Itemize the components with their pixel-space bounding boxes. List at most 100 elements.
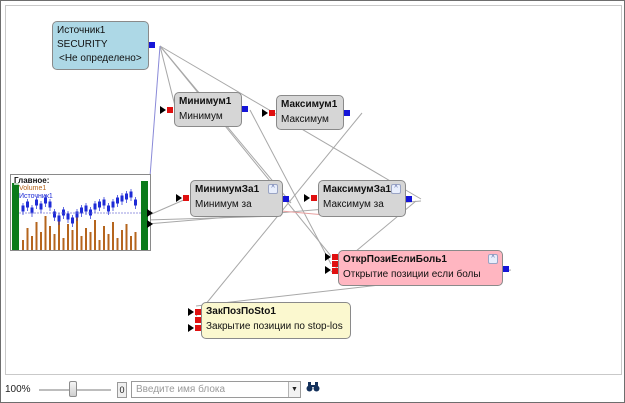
wire <box>159 45 177 111</box>
bottom-toolbar: 100% 0 ▼ <box>5 380 335 400</box>
maxfor1-output-pin[interactable] <box>406 196 412 202</box>
volume-bar <box>103 226 105 250</box>
diagram-canvas[interactable]: Источник1 SECURITY <Не определено> Миним… <box>5 5 622 375</box>
candle-body <box>89 209 92 216</box>
chart-preview <box>12 181 148 250</box>
left-rail <box>12 183 19 250</box>
min1-input-pin[interactable] <box>167 107 173 113</box>
minfor1-output-pin[interactable] <box>283 196 289 202</box>
minfor1-title: МинимумЗа1 <box>195 184 260 195</box>
chart-input-arrow <box>147 220 153 228</box>
volume-bar <box>107 234 110 250</box>
min1-output-pin[interactable] <box>242 106 248 112</box>
wire <box>249 109 332 265</box>
binoculars-glyph <box>306 382 320 392</box>
max1-subtitle: Максимум <box>281 114 329 125</box>
candle-body <box>75 211 79 218</box>
maxfor1-input-arrow <box>304 194 310 202</box>
maxfor1-title: МаксимумЗа1 <box>323 184 392 195</box>
open-position-output-pin[interactable] <box>503 266 509 272</box>
open-pos-input-pin[interactable] <box>332 268 338 274</box>
max1-block[interactable]: Максимум1 Максимум <box>276 95 344 130</box>
close-position-block[interactable]: ЗакПозПоSto1 Закрытие позиции по stop-lo… <box>201 302 351 339</box>
minfor1-input-pin[interactable] <box>183 195 189 201</box>
right-rail <box>141 181 148 250</box>
chevron-down-icon[interactable]: ▼ <box>288 382 300 397</box>
close-pos-input-arrow <box>188 324 194 332</box>
max1-title: Максимум1 <box>281 99 338 110</box>
candle-body <box>66 213 70 220</box>
volume-bar <box>22 240 24 250</box>
candle-body <box>129 191 133 198</box>
volume-bar <box>62 238 65 250</box>
open-position-block[interactable]: ОткрПозиЕслиБоль1 Открытие позиции если … <box>338 250 503 286</box>
zoom-reset-button[interactable]: 0 <box>117 382 127 398</box>
max1-input-arrow <box>262 109 268 117</box>
candle-body <box>62 209 65 216</box>
candle-body <box>21 205 25 212</box>
min1-title: Минимум1 <box>179 96 232 107</box>
chart-panel-title: Главное: <box>14 176 50 185</box>
collapse-icon[interactable]: ^ <box>488 254 498 264</box>
binoculars-icon[interactable] <box>305 381 321 398</box>
candle-body <box>84 205 88 212</box>
volume-bar <box>44 216 47 250</box>
close-position-subtitle: Закрытие позиции по stop-los <box>206 321 343 332</box>
volume-bar <box>71 230 74 250</box>
chart-panel-block[interactable]: Главное: Volume1 Источник1 <box>10 174 151 251</box>
min1-block[interactable]: Минимум1 Минимум <box>174 92 242 127</box>
close-pos-input-arrow <box>188 308 194 316</box>
volume-bar <box>67 224 69 250</box>
chart-input-arrow <box>147 209 153 217</box>
candle-body <box>116 197 119 204</box>
volume-bar <box>89 232 92 250</box>
close-pos-input-pin[interactable] <box>195 309 201 315</box>
close-position-title: ЗакПозПоSto1 <box>206 306 276 317</box>
source-block-value: <Не определено> <box>59 53 142 64</box>
volume-bar <box>40 232 42 250</box>
block-search-box[interactable]: ▼ <box>131 381 301 398</box>
volume-bar <box>58 220 60 250</box>
open-position-subtitle: Открытие позиции если болы <box>343 269 481 280</box>
max1-output-pin[interactable] <box>344 110 350 116</box>
maxfor1-input-pin[interactable] <box>311 195 317 201</box>
candle-body <box>35 199 38 206</box>
candle-body <box>39 203 43 210</box>
collapse-icon[interactable]: ^ <box>391 184 401 194</box>
open-pos-input-pin[interactable] <box>332 254 338 260</box>
minfor1-subtitle: Минимум за <box>195 199 252 210</box>
maxfor1-subtitle: Максимум за <box>323 199 384 210</box>
close-pos-input-pin[interactable] <box>195 325 201 331</box>
open-pos-input-pin[interactable] <box>332 261 338 267</box>
zoom-level-label: 100% <box>5 384 31 395</box>
open-pos-input-arrow <box>325 266 331 274</box>
volume-bar <box>98 240 101 250</box>
volume-bar <box>31 236 33 250</box>
candle-body <box>80 207 83 214</box>
candle-body <box>102 199 106 206</box>
chart-legend-source: Источник1 <box>19 193 53 200</box>
source-block-title: Источник1 <box>57 25 106 36</box>
block-search-input[interactable] <box>132 382 286 397</box>
wire <box>159 45 332 257</box>
source-block[interactable]: Источник1 SECURITY <Не определено> <box>52 21 149 70</box>
minfor1-block[interactable]: МинимумЗа1 Минимум за ^ <box>190 180 283 217</box>
maxfor1-block[interactable]: МаксимумЗа1 Максимум за ^ <box>318 180 406 217</box>
candle-body <box>107 205 110 212</box>
zoom-slider-thumb[interactable] <box>69 381 77 397</box>
candle-body <box>93 203 97 210</box>
candle-body <box>30 207 34 214</box>
close-pos-input-pin[interactable] <box>195 317 201 323</box>
candle-body <box>134 199 137 206</box>
volume-bar <box>26 228 29 250</box>
max1-input-pin[interactable] <box>269 110 275 116</box>
volume-bar <box>125 224 128 250</box>
candle-body <box>111 201 115 208</box>
source-output-pin[interactable] <box>149 42 155 48</box>
volume-bar <box>116 238 119 250</box>
candle-body <box>120 195 124 202</box>
candle-body <box>57 215 61 222</box>
collapse-icon[interactable]: ^ <box>268 184 278 194</box>
volume-bar <box>94 220 96 250</box>
